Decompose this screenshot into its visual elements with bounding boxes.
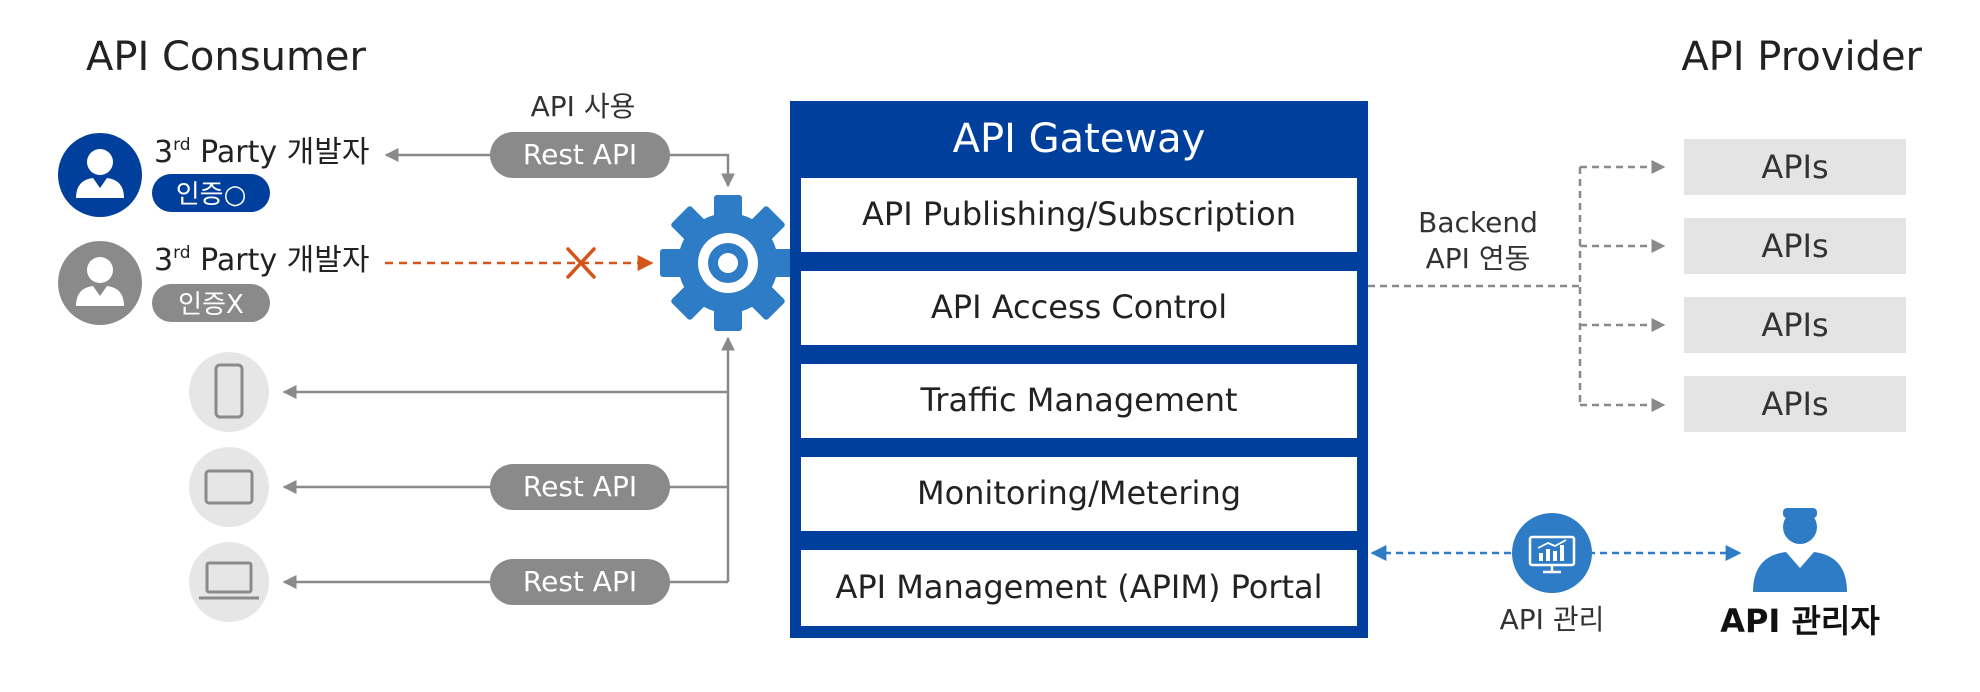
admin-person-icon [1753, 508, 1847, 592]
smartphone-icon [214, 363, 244, 419]
rest-api-label-3: Rest API [523, 565, 637, 598]
auth-no-label: 인증X [178, 290, 244, 320]
auth-yes-label: 인증○ [176, 180, 247, 210]
provider-title: API Provider [1681, 34, 1922, 80]
consumer-title: API Consumer [86, 34, 367, 80]
blocked-x-icon [566, 247, 596, 279]
backend-label-line1: Backend [1418, 206, 1538, 239]
developer-avatar-authenticated [58, 133, 142, 217]
svg-text:APIs: APIs [1761, 385, 1828, 423]
api-admin-label: API 관리자 [1720, 602, 1880, 640]
monitor-icon [1512, 513, 1592, 593]
auth-no-badge: 인증X [152, 284, 270, 322]
tablet-device [189, 447, 269, 527]
api-box-2: APIs [1684, 218, 1906, 274]
developer-avatar-unauthenticated [58, 241, 142, 325]
laptop-icon [199, 561, 259, 600]
laptop-device [189, 542, 269, 622]
backend-connector [1368, 160, 1666, 412]
gateway-module-traffic: Traffic Management [801, 364, 1357, 438]
svg-text:APIs: APIs [1761, 227, 1828, 265]
tablet-icon [204, 469, 254, 505]
api-box-3: APIs [1684, 297, 1906, 353]
gateway-module-publishing: API Publishing/Subscription [801, 178, 1357, 252]
auth-yes-badge: 인증○ [152, 174, 270, 212]
svg-text:Monitoring/Metering: Monitoring/Metering [917, 474, 1241, 512]
svg-text:API Access Control: API Access Control [931, 288, 1227, 326]
gateway-module-monitoring: Monitoring/Metering [801, 457, 1357, 531]
api-box-4: APIs [1684, 376, 1906, 432]
gateway-gear-icon [660, 195, 796, 331]
svg-text:API Management (APIM) Portal: API Management (APIM) Portal [835, 568, 1322, 606]
developer-label-authenticated: 3rd Party 개발자 [154, 135, 369, 170]
gateway-module-access-control: API Access Control [801, 271, 1357, 345]
person-icon [76, 149, 124, 198]
rest-api-label-2: Rest API [523, 470, 637, 503]
person-icon [76, 257, 124, 306]
api-box-1: APIs [1684, 139, 1906, 195]
api-manage-label: API 관리 [1500, 603, 1605, 636]
rest-api-label-1: Rest API [523, 138, 637, 171]
svg-text:Traffic Management: Traffic Management [919, 381, 1237, 419]
svg-text:APIs: APIs [1761, 148, 1828, 186]
api-gateway-box: API Gateway API Publishing/Subscription … [790, 101, 1368, 638]
svg-text:API Publishing/Subscription: API Publishing/Subscription [862, 195, 1296, 233]
api-usage-label: API 사용 [531, 90, 636, 123]
gateway-title: API Gateway [953, 116, 1206, 162]
developer-label-unauthenticated: 3rd Party 개발자 [154, 243, 369, 278]
gateway-module-portal: API Management (APIM) Portal [801, 550, 1357, 626]
rest-api-pill-2: Rest API [490, 464, 670, 510]
rest-api-pill-3: Rest API [490, 559, 670, 605]
backend-label-line2: API 연동 [1426, 242, 1531, 275]
svg-text:APIs: APIs [1761, 306, 1828, 344]
rest-api-pill-1: Rest API [490, 132, 670, 178]
smartphone-device [189, 352, 269, 432]
rest-api-arrow-to-gateway [670, 153, 735, 188]
